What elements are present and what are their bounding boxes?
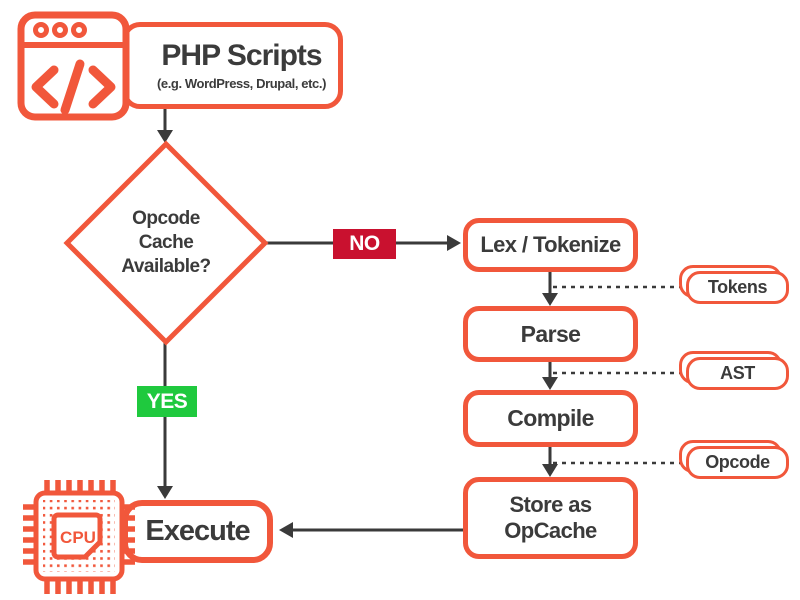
node-lex-tokenize: Lex / Tokenize (463, 218, 638, 272)
cpu-label: CPU (60, 528, 96, 547)
branch-label-no: NO (333, 229, 396, 259)
artifact-opcode-label: Opcode (686, 446, 789, 479)
artifact-tokens: Tokens (679, 265, 789, 304)
php-scripts-subtitle: (e.g. WordPress, Drupal, etc.) (156, 75, 327, 91)
node-execute: Execute (122, 500, 273, 563)
artifact-ast-label: AST (686, 357, 789, 390)
decision-diamond-shape (63, 140, 269, 346)
node-parse: Parse (463, 306, 638, 362)
node-php-scripts: PHP Scripts (e.g. WordPress, Drupal, etc… (122, 22, 343, 109)
artifact-tokens-label: Tokens (686, 271, 789, 304)
dotted-connectors (553, 285, 686, 465)
cpu-inner-die (51, 512, 103, 560)
node-compile: Compile (463, 390, 638, 447)
cpu-pins (23, 480, 135, 594)
arrowheads (157, 130, 558, 538)
cpu-chip-icon: CPU (23, 480, 135, 594)
artifact-ast: AST (679, 351, 789, 390)
php-scripts-title: PHP Scripts (161, 38, 322, 72)
decision-label: Opcode Cache Available? (121, 208, 211, 277)
code-window-icon (17, 11, 130, 121)
branch-label-yes: YES (137, 386, 197, 417)
artifact-opcode: Opcode (679, 440, 789, 479)
node-store-as-opcache: Store as OpCache (463, 477, 638, 559)
